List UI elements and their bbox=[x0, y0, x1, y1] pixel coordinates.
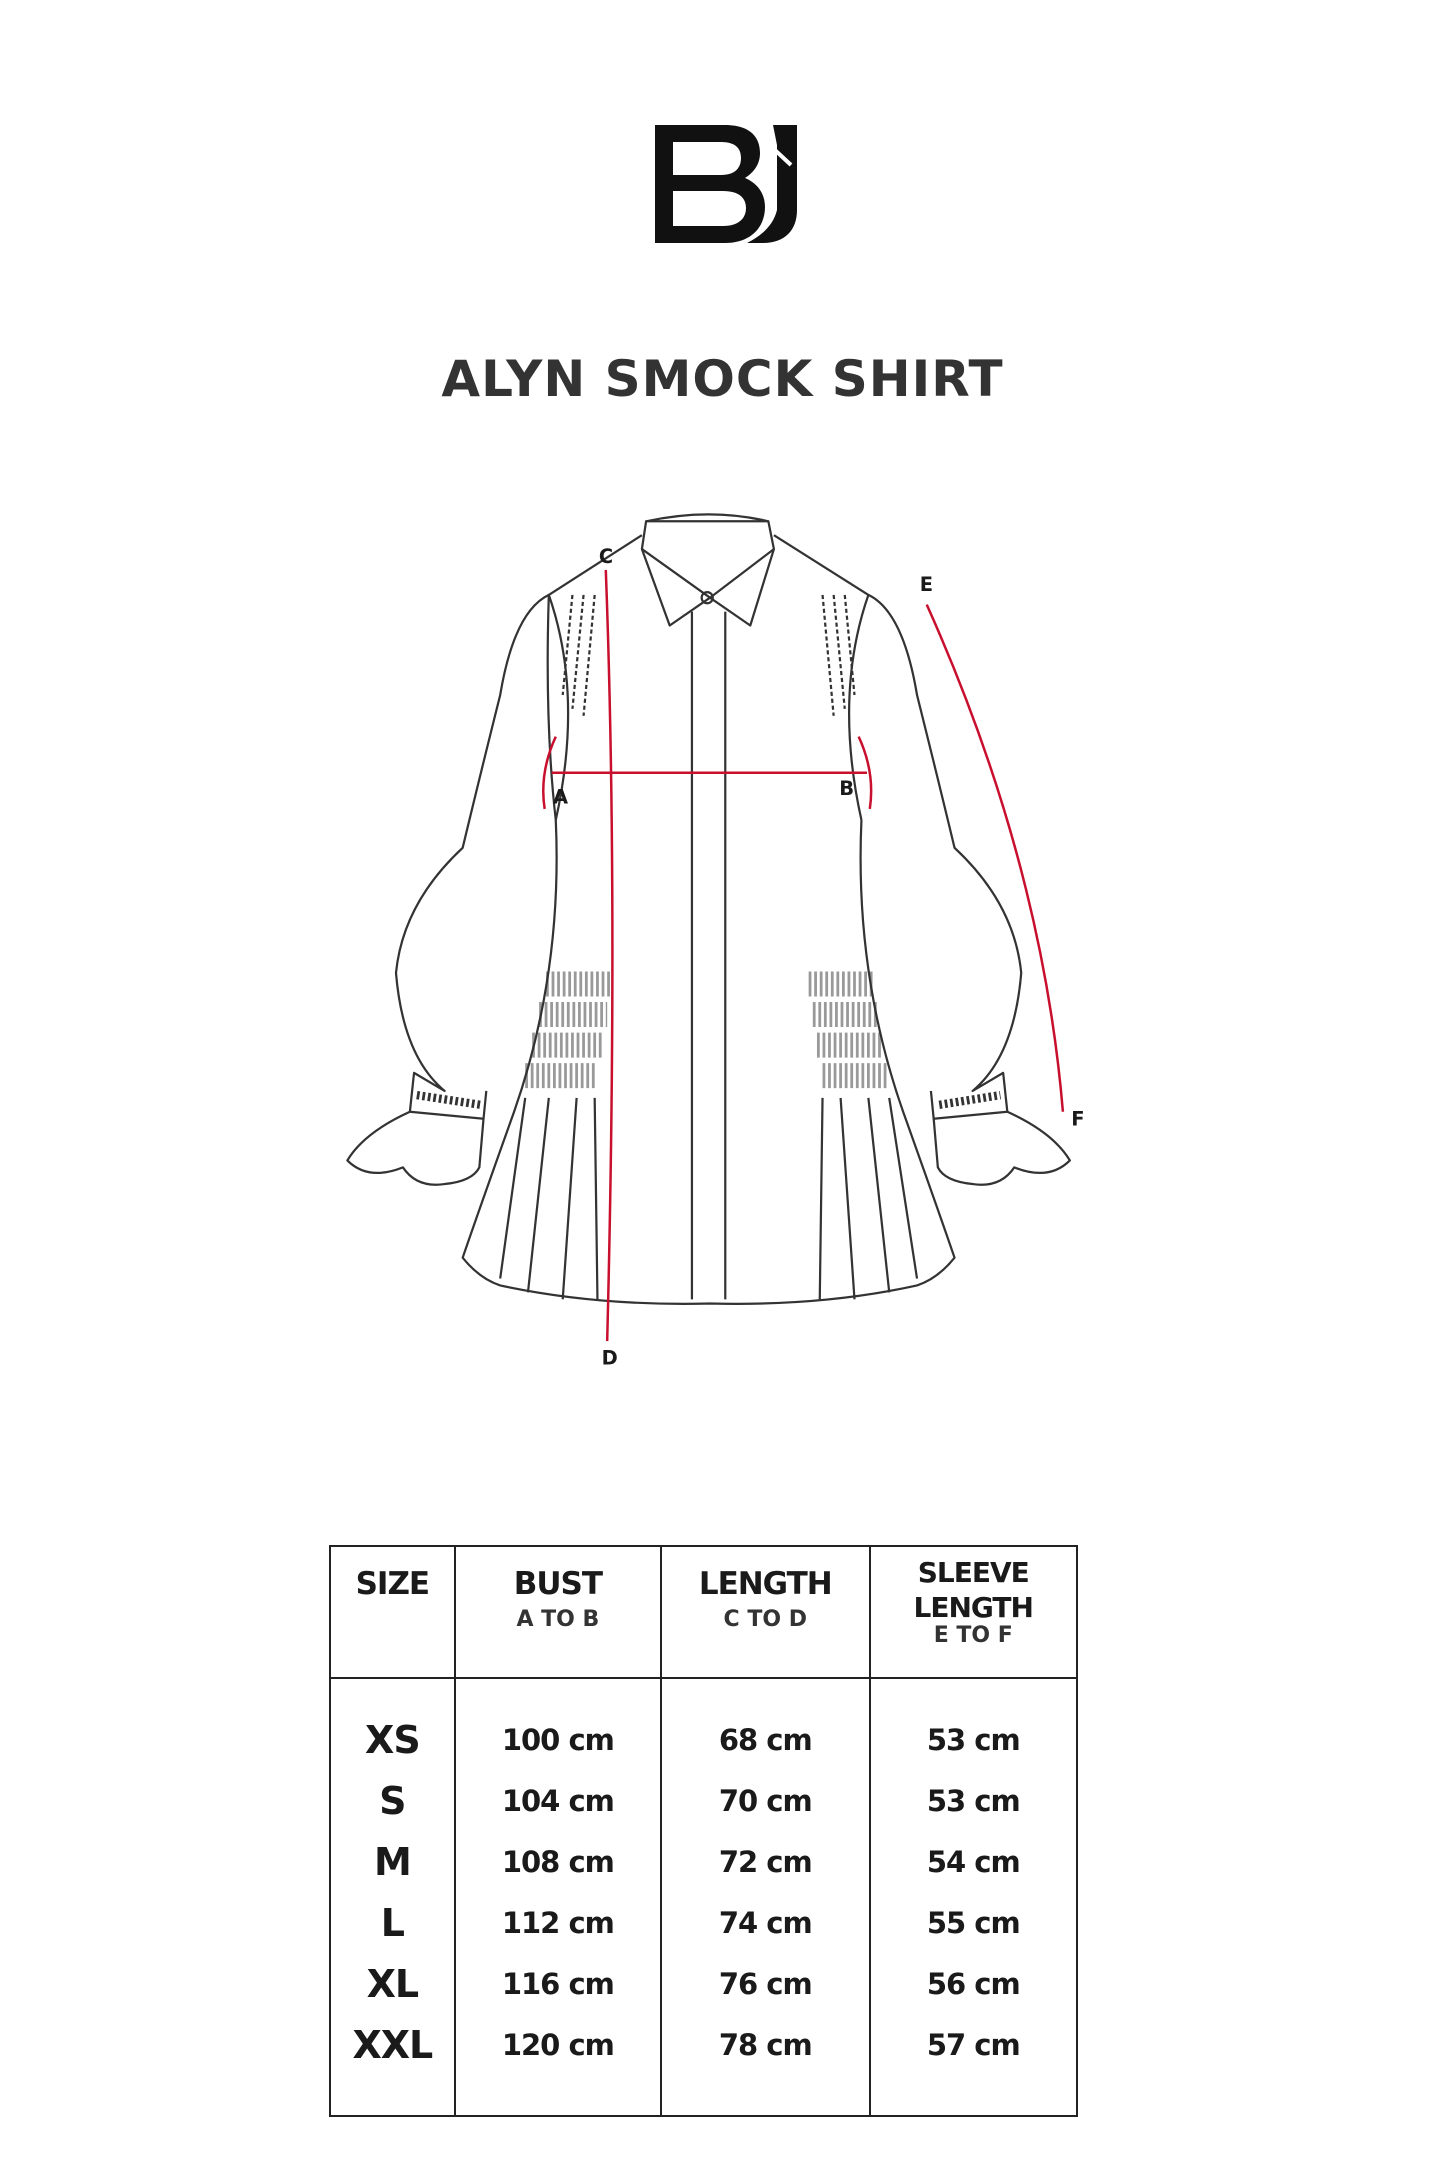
cell-bust: 100 cm bbox=[453, 1678, 662, 1770]
shirt-outline bbox=[346, 513, 1071, 1305]
cell-length: 72 cm bbox=[659, 1831, 871, 1892]
header-title: BUST bbox=[513, 1566, 603, 1602]
label-a: A bbox=[553, 785, 568, 808]
cell-size: S bbox=[329, 1770, 456, 1831]
header-size: SIZE bbox=[329, 1546, 456, 1679]
cell-length: 76 cm bbox=[659, 1953, 871, 2014]
cell-sleeve: 54 cm bbox=[868, 1831, 1079, 1892]
cell-size: XS bbox=[329, 1678, 456, 1770]
header-title: SLEEVE bbox=[917, 1556, 1030, 1589]
header-sub: C TO D bbox=[723, 1607, 807, 1632]
measurement-lines bbox=[542, 569, 1065, 1342]
length-line bbox=[604, 569, 614, 1342]
cell-sleeve: 53 cm bbox=[868, 1678, 1079, 1770]
cell-length: 74 cm bbox=[659, 1892, 871, 1953]
label-d: D bbox=[602, 1347, 618, 1370]
cell-sleeve: 57 cm bbox=[868, 2014, 1079, 2116]
sleeve-length-line bbox=[925, 604, 1065, 1112]
cell-size: XXL bbox=[329, 2014, 456, 2116]
header-title: SIZE bbox=[355, 1566, 431, 1602]
cell-size: M bbox=[329, 1831, 456, 1892]
label-b: B bbox=[839, 777, 854, 800]
brand-logo bbox=[655, 125, 797, 243]
cell-bust: 120 cm bbox=[453, 2014, 662, 2116]
label-f: F bbox=[1071, 1108, 1084, 1131]
header-title: LENGTH bbox=[698, 1566, 833, 1602]
header-title: LENGTH bbox=[913, 1591, 1034, 1624]
header-sub: A TO B bbox=[516, 1607, 600, 1632]
cell-length: 78 cm bbox=[659, 2014, 871, 2116]
cell-sleeve: 53 cm bbox=[868, 1770, 1079, 1831]
product-title: ALYN SMOCK SHIRT bbox=[441, 350, 1004, 408]
cell-bust: 112 cm bbox=[453, 1892, 662, 1953]
cell-length: 68 cm bbox=[659, 1678, 871, 1770]
cell-bust: 104 cm bbox=[453, 1770, 662, 1831]
label-c: C bbox=[599, 545, 613, 568]
cell-size: L bbox=[329, 1892, 456, 1953]
header-length: LENGTH C TO D bbox=[659, 1546, 871, 1679]
label-e: E bbox=[920, 573, 933, 596]
cell-bust: 116 cm bbox=[453, 1953, 662, 2014]
cell-length: 70 cm bbox=[659, 1770, 871, 1831]
header-sub: E TO F bbox=[933, 1623, 1013, 1648]
cell-size: XL bbox=[329, 1953, 456, 2014]
cell-bust: 108 cm bbox=[453, 1831, 662, 1892]
cell-sleeve: 55 cm bbox=[868, 1892, 1079, 1953]
header-bust: BUST A TO B bbox=[453, 1546, 662, 1679]
cell-sleeve: 56 cm bbox=[868, 1953, 1079, 2014]
